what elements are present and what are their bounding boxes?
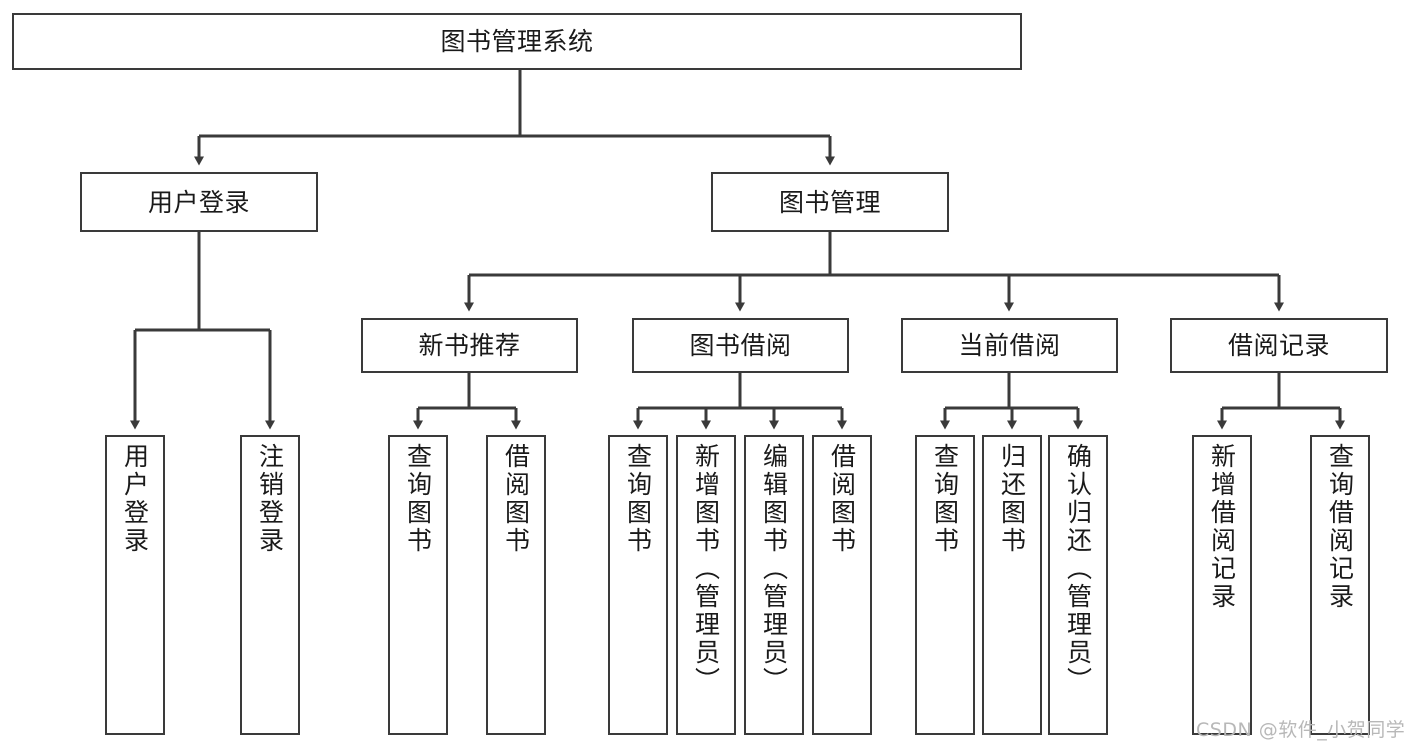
node-leaf-borrow-book-1[interactable]: 借阅图书	[486, 435, 546, 735]
node-leaf-query-book-2-label: 查询图书	[623, 443, 653, 555]
node-leaf-borrow-book-2[interactable]: 借阅图书	[812, 435, 872, 735]
node-leaf-logout-label: 注销登录	[255, 443, 285, 555]
node-book-manage[interactable]: 图书管理	[711, 172, 949, 232]
node-borrow-record[interactable]: 借阅记录	[1170, 318, 1388, 373]
node-root[interactable]: 图书管理系统	[12, 13, 1022, 70]
node-leaf-add-book[interactable]: 新增图书（管理员）	[676, 435, 736, 735]
node-leaf-borrow-book-2-label: 借阅图书	[827, 443, 857, 555]
node-leaf-confirm-return-label: 确认归还（管理员）	[1063, 443, 1093, 695]
node-book-borrow-label: 图书借阅	[689, 331, 792, 360]
node-leaf-add-record[interactable]: 新增借阅记录	[1192, 435, 1252, 735]
node-leaf-return-book-label: 归还图书	[997, 443, 1027, 555]
node-leaf-return-book[interactable]: 归还图书	[982, 435, 1042, 735]
node-leaf-query-book-1[interactable]: 查询图书	[388, 435, 448, 735]
node-leaf-query-book-3-label: 查询图书	[930, 443, 960, 555]
node-user-login[interactable]: 用户登录	[80, 172, 318, 232]
node-leaf-add-book-label: 新增图书（管理员）	[691, 443, 721, 695]
node-leaf-borrow-book-1-label: 借阅图书	[501, 443, 531, 555]
node-book-manage-label: 图书管理	[778, 187, 881, 217]
node-leaf-query-book-1-label: 查询图书	[403, 443, 433, 555]
node-user-login-label: 用户登录	[147, 187, 250, 217]
node-leaf-user-login-label: 用户登录	[120, 443, 150, 555]
node-leaf-logout[interactable]: 注销登录	[240, 435, 300, 735]
node-book-borrow[interactable]: 图书借阅	[632, 318, 849, 373]
node-leaf-query-record[interactable]: 查询借阅记录	[1310, 435, 1370, 735]
node-root-label: 图书管理系统	[440, 27, 594, 56]
node-new-book-recommend[interactable]: 新书推荐	[361, 318, 578, 373]
node-borrow-record-label: 借阅记录	[1227, 331, 1330, 360]
node-current-borrow-label: 当前借阅	[958, 331, 1061, 360]
node-leaf-query-book-2[interactable]: 查询图书	[608, 435, 668, 735]
node-leaf-add-record-label: 新增借阅记录	[1207, 443, 1237, 611]
node-current-borrow[interactable]: 当前借阅	[901, 318, 1118, 373]
node-leaf-edit-book[interactable]: 编辑图书（管理员）	[744, 435, 804, 735]
node-leaf-query-book-3[interactable]: 查询图书	[915, 435, 975, 735]
node-leaf-edit-book-label: 编辑图书（管理员）	[759, 443, 789, 695]
node-new-book-recommend-label: 新书推荐	[418, 331, 521, 360]
node-leaf-confirm-return[interactable]: 确认归还（管理员）	[1048, 435, 1108, 735]
node-leaf-user-login[interactable]: 用户登录	[105, 435, 165, 735]
csdn-watermark: CSDN @软件_小贺同学	[1196, 719, 1405, 741]
node-leaf-query-record-label: 查询借阅记录	[1325, 443, 1355, 611]
